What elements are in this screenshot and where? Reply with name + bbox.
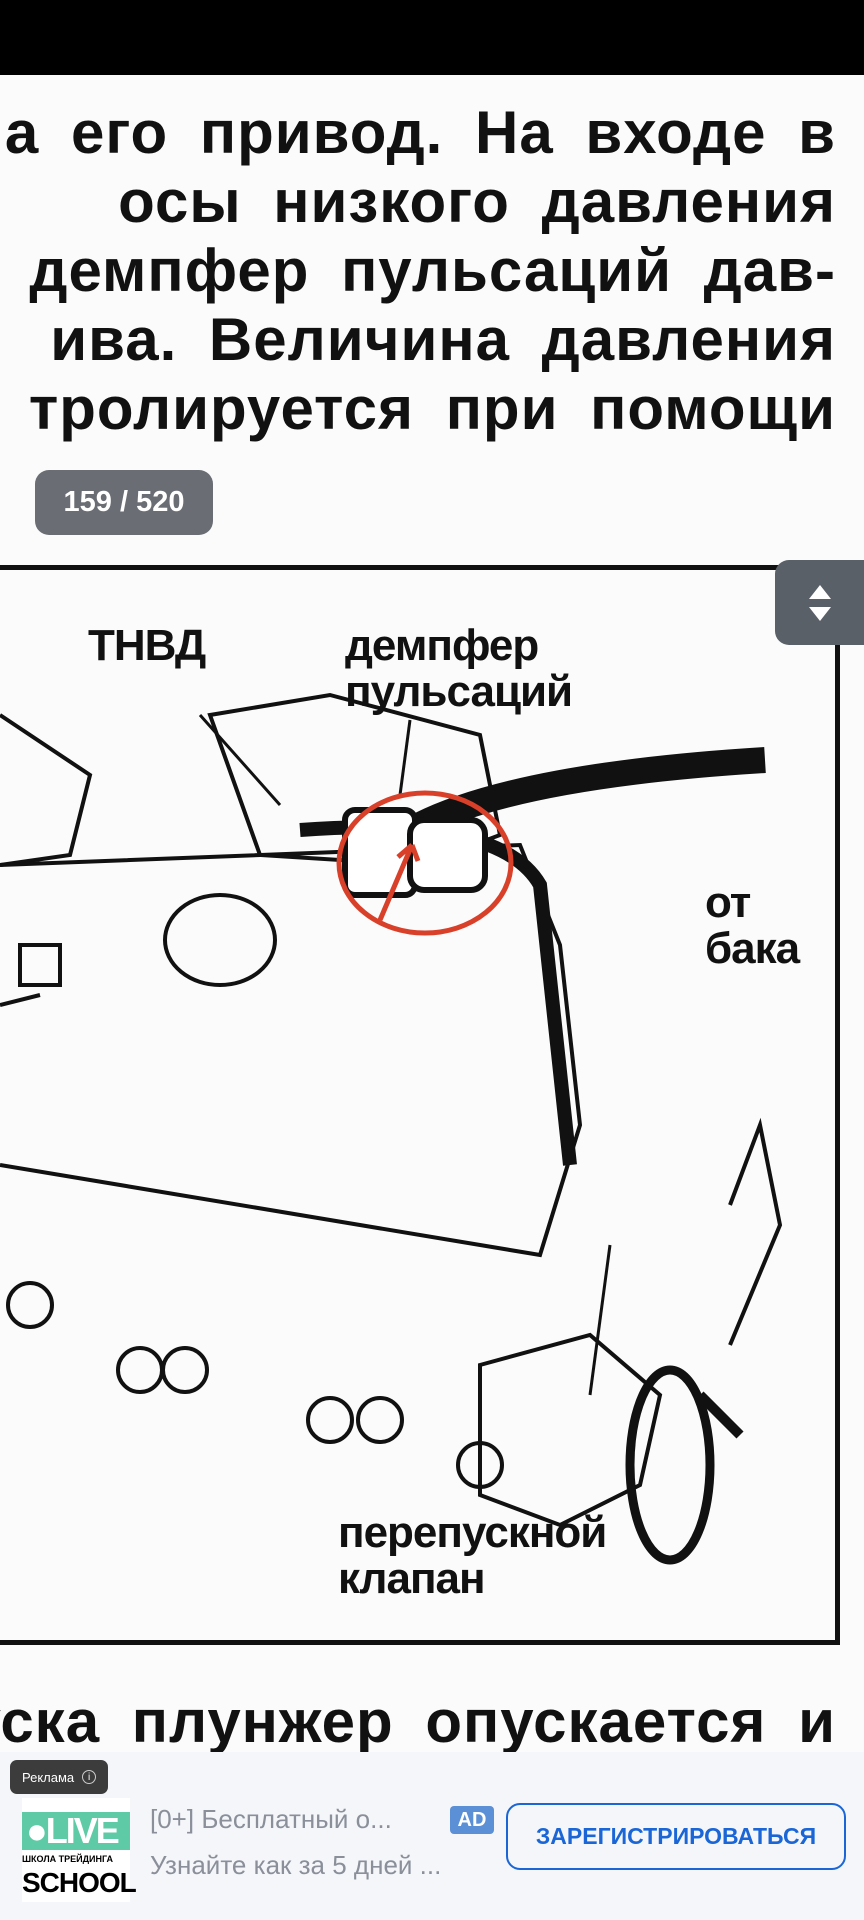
logo-live-text: LIVE <box>45 1812 120 1850</box>
label-from-tank-line: от <box>705 878 751 927</box>
pump-head <box>207 692 503 868</box>
label-from-tank-line: бака <box>705 924 800 974</box>
logo-subtitle: ШКОЛА ТРЕЙДИНГА <box>22 1854 114 1864</box>
page-counter: 159 / 520 <box>35 470 213 535</box>
label-pump: ТНВД <box>88 621 206 670</box>
text-line: уска плунжер опускается и <box>0 1688 836 1753</box>
pump-outlet <box>163 893 277 987</box>
bracket <box>728 1117 783 1346</box>
injector-ports <box>6 1281 504 1489</box>
label-bypass-line: клапан <box>338 1554 486 1604</box>
label-damper-line: пульсаций <box>345 667 573 717</box>
text-line: демпфер пульсаций дав- <box>29 237 836 304</box>
logo-school: SCHOOL <box>22 1867 137 1898</box>
return-hose <box>625 1365 715 1565</box>
status-bar <box>0 0 864 75</box>
highlight-arrow <box>377 843 421 921</box>
arrow-down-icon <box>808 606 831 621</box>
bypass-valve-body <box>478 1332 663 1528</box>
ad-title[interactable]: [0+] Бесплатный о... <box>150 1804 392 1834</box>
text-line: осы низкого давления <box>118 168 836 235</box>
fuel-line-from-tank <box>414 747 766 837</box>
leader-pump <box>198 714 282 806</box>
highlight-circle <box>336 790 514 936</box>
ad-label-text: Реклама <box>22 1769 75 1785</box>
document-page[interactable]: а его привод. На входе в осы низкого дав… <box>0 75 864 1752</box>
pump-fitting <box>0 943 62 1007</box>
register-button[interactable]: ЗАРЕГИСТРИРОВАТЬСЯ <box>506 1803 846 1870</box>
text-line: тролируется при помощи <box>28 375 836 442</box>
arrow-up-icon <box>808 584 831 599</box>
text-line: ива. Величина давления <box>50 306 836 373</box>
label-bypass-line: перепускной <box>338 1508 607 1557</box>
ad-description[interactable]: Узнайте как за 5 дней ... <box>150 1850 442 1880</box>
label-damper-line: демпфер <box>345 621 539 670</box>
ad-badge: AD <box>450 1806 494 1834</box>
ad-banner[interactable]: ●LIVE ШКОЛА ТРЕЙДИНГА SCHOOL Реклама i [0… <box>0 1752 864 1920</box>
info-icon: i <box>82 1770 97 1784</box>
logo-live: ●LIVE <box>22 1812 130 1850</box>
text-line: а его привод. На входе в <box>4 99 836 166</box>
fuel-pump-diagram <box>0 692 783 1565</box>
figure-frame <box>0 565 840 1645</box>
leader-valve <box>588 1244 612 1396</box>
hose-end <box>696 1391 744 1439</box>
advertiser-logo[interactable]: ●LIVE ШКОЛА ТРЕЙДИНГА SCHOOL <box>22 1798 137 1902</box>
ad-label[interactable]: Реклама i <box>10 1760 109 1794</box>
pump-body-left <box>0 713 93 867</box>
scroll-handle[interactable] <box>775 560 864 645</box>
leader-damper <box>398 719 412 796</box>
